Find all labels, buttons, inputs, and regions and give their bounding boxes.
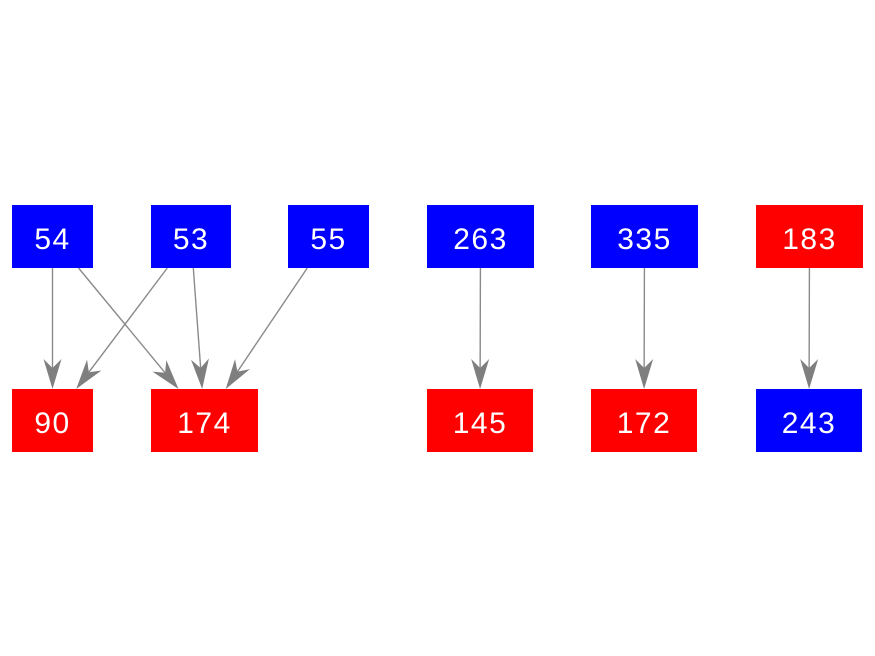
node-263: 263 [427, 205, 534, 268]
node-145: 145 [427, 389, 533, 452]
arrowhead-icon [152, 360, 179, 389]
node-label: 55 [310, 222, 347, 256]
node-label: 90 [34, 406, 71, 440]
edge-line-53-90 [88, 267, 168, 373]
node-90: 90 [12, 389, 93, 452]
node-label: 335 [617, 222, 672, 256]
edge-line-55-174 [236, 267, 308, 372]
node-174: 174 [151, 389, 258, 452]
arrowhead-icon [471, 358, 490, 389]
node-label: 263 [453, 222, 508, 256]
edge-line-53-174 [192, 267, 202, 369]
node-label: 53 [172, 222, 210, 256]
arrowhead-icon [191, 358, 209, 389]
arrowhead-icon [635, 358, 654, 389]
node-53: 53 [151, 205, 231, 268]
node-label: 183 [782, 222, 837, 256]
arrowhead-icon [800, 358, 819, 389]
node-183: 183 [756, 205, 863, 268]
node-label: 145 [452, 406, 508, 440]
node-label: 174 [177, 406, 232, 440]
arrowhead-icon [76, 359, 102, 389]
node-172: 172 [591, 389, 697, 452]
node-55: 55 [288, 205, 369, 268]
node-label: 172 [616, 406, 672, 440]
node-label: 243 [781, 406, 837, 440]
node-243: 243 [756, 389, 862, 452]
node-54: 54 [12, 205, 93, 268]
arrowhead-icon [43, 359, 62, 389]
edge-line-54-174 [77, 267, 166, 374]
node-label: 54 [34, 222, 71, 256]
node-335: 335 [591, 205, 698, 268]
arrowhead-icon [225, 359, 250, 389]
